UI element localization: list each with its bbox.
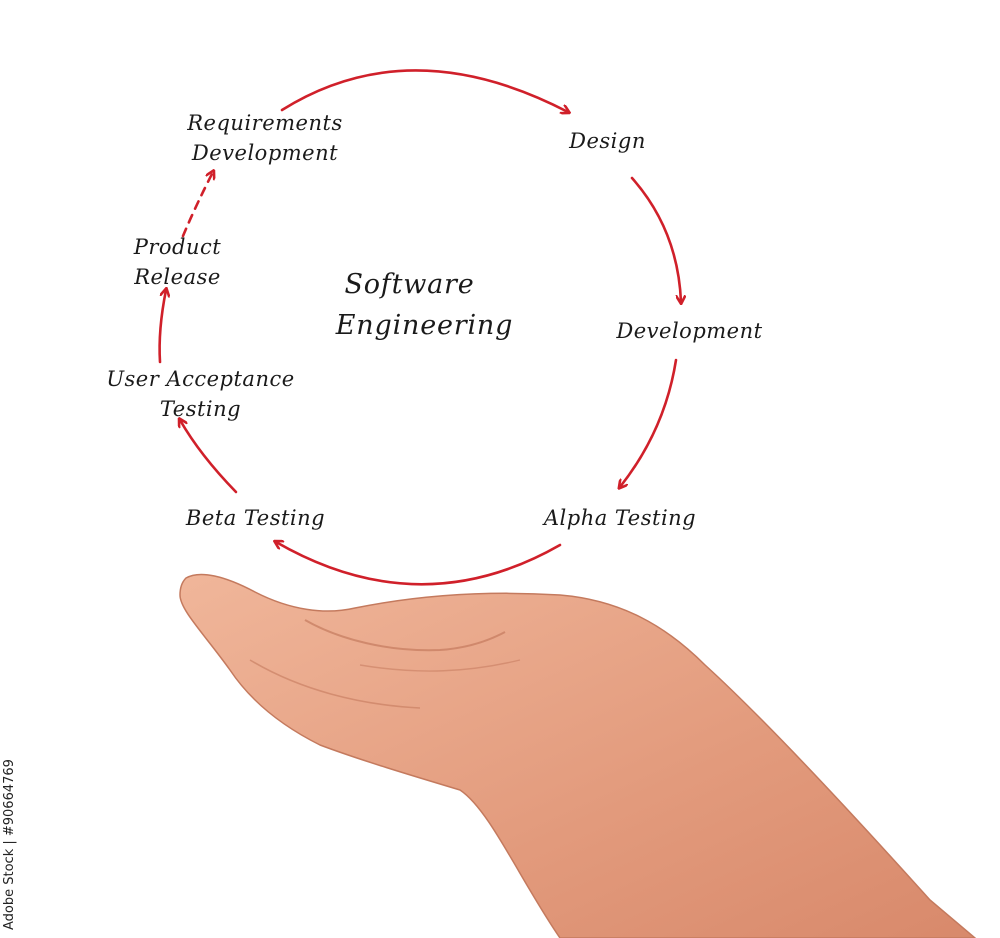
stock-id-watermark: Adobe Stock | #90664769 — [2, 759, 17, 930]
stage-requirements-development: Requirements Development — [187, 111, 343, 166]
stage-beta-testing: Beta Testing — [185, 506, 326, 530]
hand-illustration — [179, 573, 977, 938]
diagram-title: Software Engineering — [282, 265, 567, 346]
arrow-alpha-to-beta — [276, 542, 562, 586]
arrow-beta-to-uat — [180, 420, 238, 494]
title-line-2: Engineering — [335, 309, 514, 341]
arrow-design-to-development — [630, 176, 681, 302]
title-line-1: Software — [344, 269, 475, 300]
arrow-requirements-to-design — [280, 69, 568, 112]
stage-product-release: Product Release — [133, 235, 222, 290]
cycle-arrows — [158, 69, 681, 586]
arrow-development-to-alpha — [620, 358, 678, 487]
arrow-uat-to-release — [158, 290, 166, 364]
stage-development: Development — [616, 319, 763, 343]
stage-user-acceptance-testing: User Acceptance Testing — [106, 367, 295, 422]
stage-design: Design — [569, 129, 646, 153]
arrow-release-to-requirements — [181, 172, 213, 238]
stage-alpha-testing: Alpha Testing — [543, 506, 697, 530]
